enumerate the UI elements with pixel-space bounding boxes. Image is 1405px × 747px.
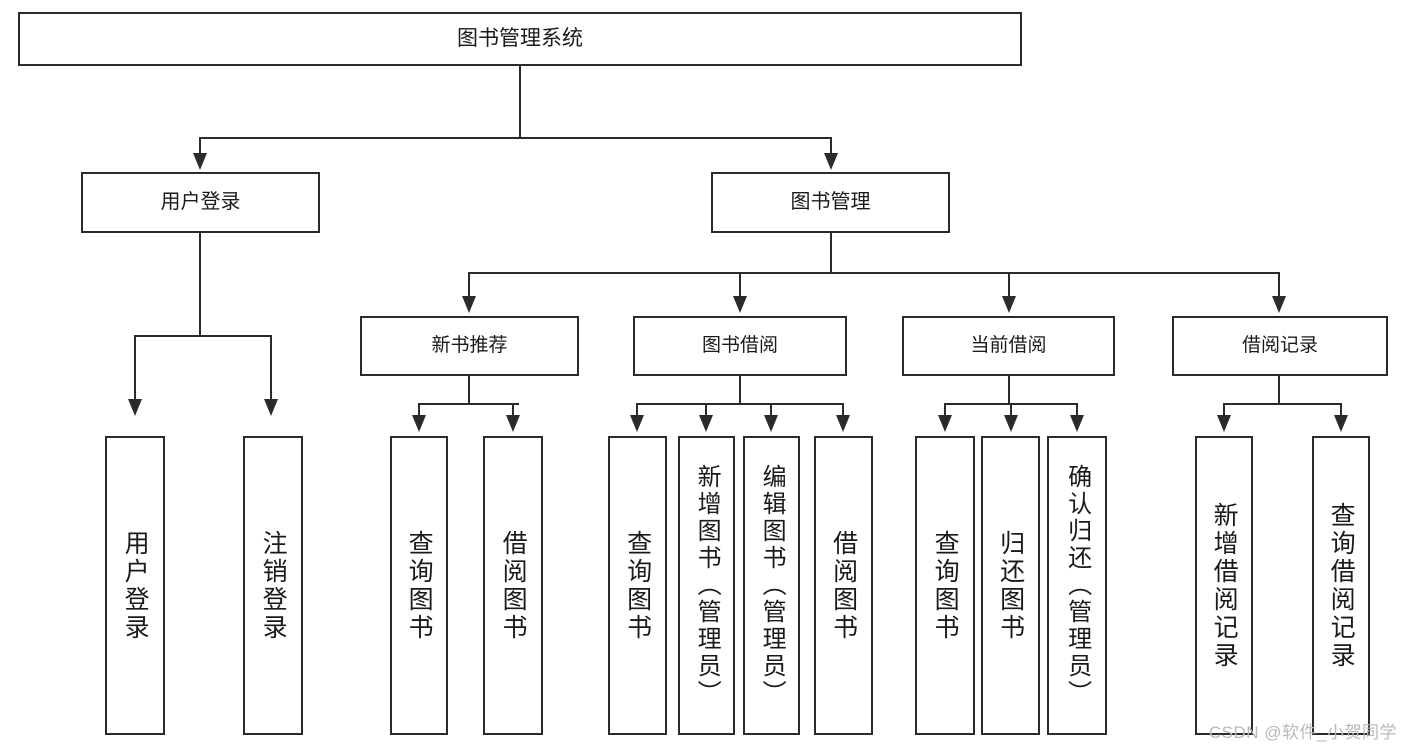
node-label: 图书管理 xyxy=(790,190,871,213)
leaf-query-borrow-record[interactable]: 查询借阅记录 xyxy=(1312,436,1370,735)
leaf-confirm-return-admin[interactable]: 确认归还（管理员） xyxy=(1047,436,1107,735)
node-book-management[interactable]: 图书管理 xyxy=(711,172,950,233)
connector-user-login-stem xyxy=(199,233,201,336)
leaf-edit-book-admin[interactable]: 编辑图书（管理员） xyxy=(743,436,800,735)
connector-root-to-user-login xyxy=(199,137,201,155)
leaf-query-books-borrow[interactable]: 查询图书 xyxy=(608,436,667,735)
node-label: 借阅记录 xyxy=(1241,334,1318,356)
node-label: 新增借阅记录 xyxy=(1210,501,1239,670)
node-label: 用户登录 xyxy=(160,190,241,213)
connector-borrow-stem xyxy=(739,376,741,404)
node-label: 借阅图书 xyxy=(829,529,858,642)
connector-new-rec-stem xyxy=(468,376,470,404)
node-label: 查询图书 xyxy=(405,529,434,642)
node-label: 当前借阅 xyxy=(970,334,1047,356)
connector-new-rec-child-2 xyxy=(512,403,514,417)
connector-book-manage-stem xyxy=(830,233,832,274)
leaf-user-login[interactable]: 用户登录 xyxy=(105,436,165,735)
node-root-book-management-system[interactable]: 图书管理系统 xyxy=(18,12,1022,66)
leaf-borrow-books-recommend[interactable]: 借阅图书 xyxy=(483,436,543,735)
arrowhead-leaf-9 xyxy=(938,415,952,432)
arrowhead-leaf-11 xyxy=(1070,415,1084,432)
connector-current-child-3 xyxy=(1076,403,1078,417)
connector-book-manage-child-2 xyxy=(739,272,741,298)
node-label: 用户登录 xyxy=(121,529,150,642)
node-label: 借阅图书 xyxy=(499,529,528,642)
node-current-borrowing[interactable]: 当前借阅 xyxy=(902,316,1115,376)
arrowhead-leaf-3 xyxy=(412,415,426,432)
leaf-logout[interactable]: 注销登录 xyxy=(243,436,303,735)
connector-history-child-1 xyxy=(1223,403,1225,417)
node-book-borrowing[interactable]: 图书借阅 xyxy=(633,316,847,376)
arrowhead-current-borrow xyxy=(1002,296,1016,313)
connector-book-manage-child-3 xyxy=(1008,272,1010,298)
arrowhead-new-recommend xyxy=(462,296,476,313)
connector-root-bus xyxy=(199,137,831,139)
node-label: 注销登录 xyxy=(259,529,288,642)
connector-book-manage-child-4 xyxy=(1278,272,1280,298)
connector-borrow-child-4 xyxy=(842,403,844,417)
node-label: 图书管理系统 xyxy=(457,26,583,50)
arrowhead-to-user-login xyxy=(193,153,207,170)
node-label: 查询图书 xyxy=(623,529,652,642)
node-label: 图书借阅 xyxy=(701,334,778,356)
connector-borrow-child-1 xyxy=(636,403,638,417)
node-label: 确认归还（管理员） xyxy=(1063,464,1091,707)
leaf-borrow-books[interactable]: 借阅图书 xyxy=(814,436,873,735)
node-label: 新增图书（管理员） xyxy=(693,464,721,707)
arrowhead-leaf-8 xyxy=(836,415,850,432)
leaf-add-book-admin[interactable]: 新增图书（管理员） xyxy=(678,436,735,735)
arrowhead-leaf-5 xyxy=(630,415,644,432)
arrowhead-leaf-7 xyxy=(764,415,778,432)
arrowhead-leaf-2 xyxy=(264,399,278,416)
connector-root-stem xyxy=(519,66,521,138)
watermark: CSDN @软件_小贺同学 xyxy=(1208,723,1397,742)
connector-book-manage-bus xyxy=(468,272,1279,274)
arrowhead-book-borrow xyxy=(733,296,747,313)
connector-root-to-book-manage xyxy=(830,137,832,155)
leaf-query-books-current[interactable]: 查询图书 xyxy=(915,436,975,735)
node-label: 归还图书 xyxy=(996,529,1025,642)
arrowhead-leaf-1 xyxy=(128,399,142,416)
connector-new-rec-child-1 xyxy=(418,403,420,417)
node-label: 查询图书 xyxy=(931,529,960,642)
connector-history-bus xyxy=(1223,403,1341,405)
connector-current-child-1 xyxy=(944,403,946,417)
connector-borrow-child-2 xyxy=(705,403,707,417)
arrowhead-leaf-10 xyxy=(1004,415,1018,432)
node-label: 查询借阅记录 xyxy=(1327,501,1356,670)
leaf-add-borrow-record[interactable]: 新增借阅记录 xyxy=(1195,436,1253,735)
node-user-login[interactable]: 用户登录 xyxy=(81,172,320,233)
node-label: 编辑图书（管理员） xyxy=(758,464,786,707)
connector-current-child-2 xyxy=(1010,403,1012,417)
connector-current-stem xyxy=(1008,376,1010,404)
connector-user-login-bus xyxy=(134,335,271,337)
connector-book-manage-child-1 xyxy=(468,272,470,298)
node-label: 新书推荐 xyxy=(431,334,508,356)
node-borrowing-records[interactable]: 借阅记录 xyxy=(1172,316,1388,376)
connector-borrow-child-3 xyxy=(770,403,772,417)
leaf-query-books-recommend[interactable]: 查询图书 xyxy=(390,436,448,735)
connector-user-login-child-2 xyxy=(270,335,272,401)
connector-history-child-2 xyxy=(1340,403,1342,417)
node-new-book-recommendation[interactable]: 新书推荐 xyxy=(360,316,579,376)
connector-user-login-child-1 xyxy=(134,335,136,401)
connector-history-stem xyxy=(1278,376,1280,404)
arrowhead-to-book-manage xyxy=(824,153,838,170)
leaf-return-books[interactable]: 归还图书 xyxy=(981,436,1040,735)
connector-new-rec-bus xyxy=(418,403,519,405)
connector-borrow-bus xyxy=(636,403,844,405)
arrowhead-leaf-4 xyxy=(506,415,520,432)
arrowhead-borrow-history xyxy=(1272,296,1286,313)
arrowhead-leaf-13 xyxy=(1334,415,1348,432)
arrowhead-leaf-12 xyxy=(1217,415,1231,432)
arrowhead-leaf-6 xyxy=(699,415,713,432)
